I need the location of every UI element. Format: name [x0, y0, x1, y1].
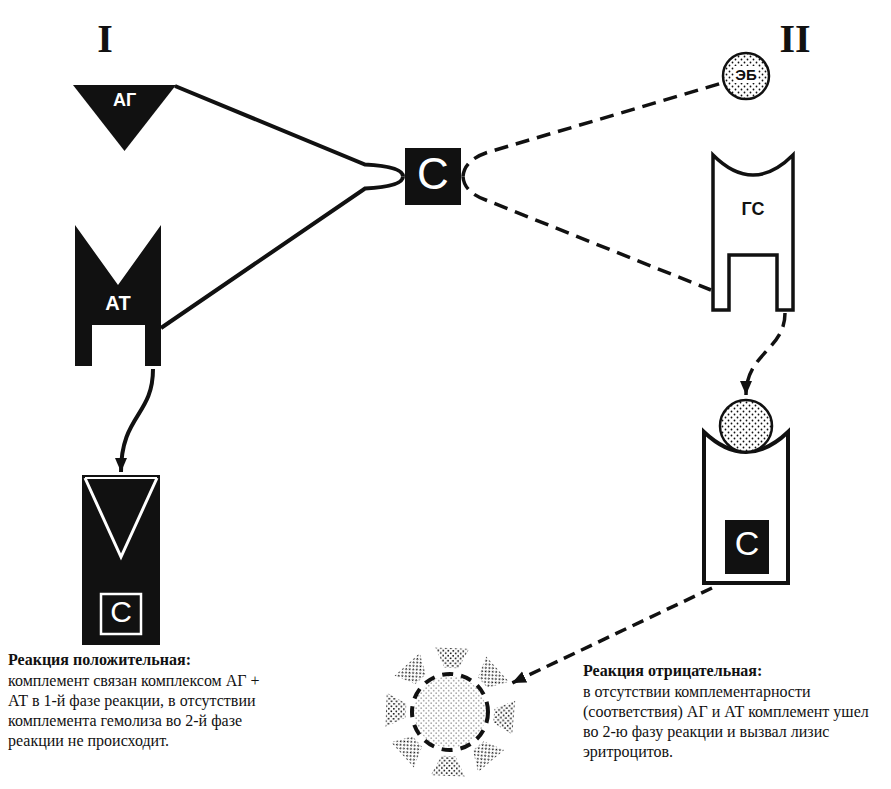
solid-connector	[175, 86, 403, 177]
caption-body-box: комплемент связан комплексом АГ + АТ в 1…	[8, 671, 272, 751]
roman-numeral-box: I	[80, 14, 130, 63]
hemolysin-shape-outline	[713, 155, 793, 310]
caption-heading-box: Реакция положительная:	[8, 650, 272, 670]
text-slot: АГ	[73, 90, 176, 110]
node-label: ГС	[742, 199, 765, 219]
spray-wedge	[395, 653, 434, 691]
text-slot: С	[725, 525, 769, 562]
caption-heading-box: Реакция отрицательная:	[583, 661, 883, 681]
caption-body: комплемент связан комплексом АГ + АТ в 1…	[8, 671, 272, 751]
spray-wedge	[471, 657, 509, 696]
text-slot: АТ	[75, 292, 161, 314]
node-label: ЭБ	[734, 66, 757, 83]
caption-heading: Реакция положительная:	[8, 650, 272, 670]
text-slot: С	[405, 150, 461, 198]
spray-wedge	[435, 647, 470, 668]
roman-numeral: I	[80, 14, 130, 63]
spray-wedge	[465, 735, 504, 772]
spray-wedge	[391, 729, 429, 768]
antigen-triangle: АГ	[73, 85, 176, 151]
spray-wedge	[431, 755, 466, 776]
text-slot: ЭБ	[722, 66, 770, 84]
node-label: АТ	[105, 292, 131, 314]
node-label: С	[110, 595, 132, 628]
dashed-connector	[463, 83, 723, 177]
lysed-cell-membrane	[412, 674, 488, 750]
complement-square: С	[405, 148, 461, 205]
sensitized-erythrocyte-complex: С	[700, 398, 792, 585]
text-slot: С	[101, 595, 141, 628]
caption-heading: Реакция отрицательная:	[583, 661, 883, 681]
erythrocyte-circle: ЭБ	[722, 52, 770, 100]
antibody-shape: АТ	[75, 225, 161, 366]
bound-complex: С	[82, 475, 160, 645]
solid-connector	[121, 369, 153, 472]
roman-numeral: II	[760, 14, 830, 63]
lysed-cell-inside	[414, 676, 486, 748]
hemolysin-shape: ГС	[713, 155, 793, 310]
lysed-erythrocyte	[385, 647, 515, 776]
roman-numeral-box: II	[760, 14, 830, 63]
spray-wedge	[492, 699, 515, 735]
caption-body-box: в отсутствии комплементарности (соответс…	[583, 682, 883, 762]
dashed-connector	[746, 313, 785, 395]
dashed-connector	[463, 177, 711, 291]
caption-body: в отсутствии комплементарности (соответс…	[583, 682, 883, 762]
node-label: С	[417, 149, 449, 198]
node-label: АГ	[113, 90, 136, 110]
solid-connector	[161, 177, 403, 329]
spray-wedge	[385, 693, 406, 728]
node-label: С	[735, 524, 760, 562]
text-slot: ГС	[713, 199, 793, 219]
